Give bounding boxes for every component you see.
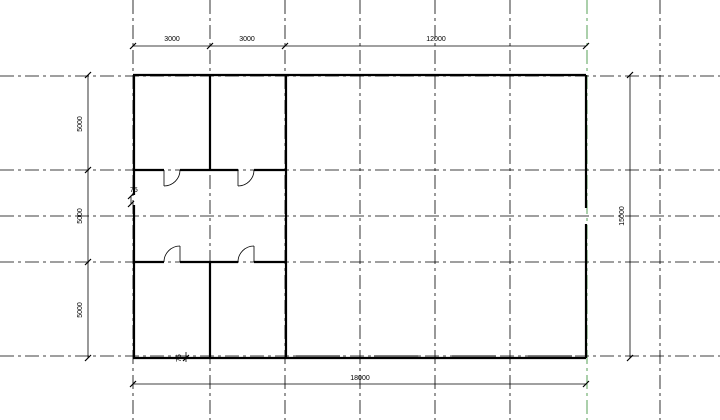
door-lower-right[interactable]: [237, 245, 255, 263]
dimension-offset-left[interactable]: 75: [127, 187, 138, 208]
door-upper-left[interactable]: [163, 169, 181, 187]
dimension-offset-bottom[interactable]: 75: [176, 352, 190, 362]
dimension-right[interactable]: 15000: [619, 71, 634, 362]
dim-offset-bottom: 75: [176, 354, 183, 362]
dim-top-bay-1: 3000: [164, 36, 180, 43]
dim-offset-left: 75: [130, 187, 138, 194]
dim-left-span-1: 5000: [77, 116, 84, 132]
interior-walls[interactable]: [134, 75, 288, 358]
dim-left-span-2: 5000: [77, 208, 84, 224]
dimension-top[interactable]: 3000 3000 12000: [129, 36, 590, 50]
exterior-walls[interactable]: [132, 73, 588, 360]
dim-right-overall: 15000: [619, 206, 626, 226]
dimension-bottom[interactable]: 18000: [129, 375, 590, 388]
dim-bottom-overall: 18000: [350, 375, 370, 382]
dim-top-bay-3: 12000: [426, 36, 446, 43]
door-upper-right[interactable]: [237, 169, 255, 187]
doors[interactable]: [163, 169, 255, 263]
dimension-left[interactable]: 5000 5000 5000: [77, 71, 92, 362]
dim-left-span-3: 5000: [77, 302, 84, 318]
door-lower-left[interactable]: [163, 245, 181, 263]
dim-top-bay-2: 3000: [239, 36, 255, 43]
